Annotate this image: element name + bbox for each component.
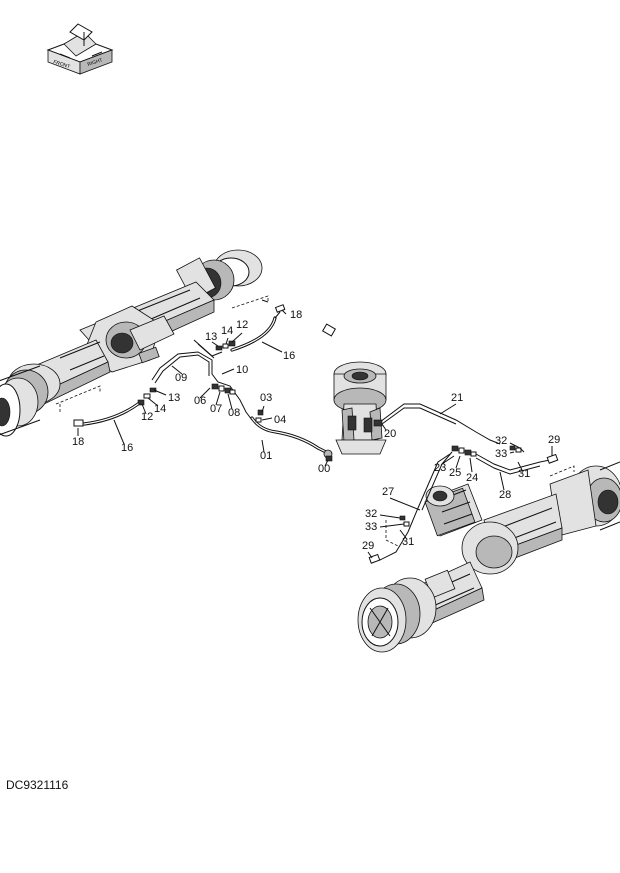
part-label-06: 06 [194,395,206,407]
view-right-text: RIGHT [87,57,104,68]
part-label-14: 14 [221,325,233,337]
part-label-07: 07 [210,403,222,415]
part-label-13: 13 [168,392,180,404]
part-label-18: 18 [290,309,302,321]
part-label-25: 25 [449,467,461,479]
view-front-text: FRONT [52,59,70,70]
part-label-31: 31 [402,536,414,548]
part-label-23: 23 [434,462,446,474]
part-label-32: 32 [495,435,507,447]
part-label-18: 18 [72,436,84,448]
part-label-09: 09 [175,372,187,384]
part-label-14: 14 [154,403,166,415]
rear-axle [357,461,620,653]
part-label-04: 04 [274,414,286,426]
part-label-16: 16 [121,442,133,454]
part-label-03: 03 [260,392,272,404]
orientation-cube-icon: FRONT RIGHT [46,23,114,75]
part-label-29: 29 [548,434,560,446]
part-label-31: 31 [518,468,530,480]
part-label-08: 08 [228,407,240,419]
part-label-32: 32 [365,508,377,520]
front-brake-lines [73,304,333,462]
part-label-24: 24 [466,472,478,484]
part-label-16: 16 [283,350,295,362]
part-label-12: 12 [236,319,248,331]
part-label-27: 27 [382,486,394,498]
part-label-20: 20 [384,428,396,440]
front-axle [0,249,269,437]
part-label-29: 29 [362,540,374,552]
part-label-10: 10 [236,364,248,376]
part-label-13: 13 [205,331,217,343]
part-label-00: 00 [318,463,330,475]
part-label-12: 12 [141,411,153,423]
center-swivel-joint [321,323,387,455]
part-label-33: 33 [365,521,377,533]
leader-lines [77,309,553,559]
part-label-21: 21 [451,392,463,404]
part-label-28: 28 [499,489,511,501]
drawing-code: DC9321116 [6,778,69,792]
part-label-01: 01 [260,450,272,462]
part-label-33: 33 [495,448,507,460]
